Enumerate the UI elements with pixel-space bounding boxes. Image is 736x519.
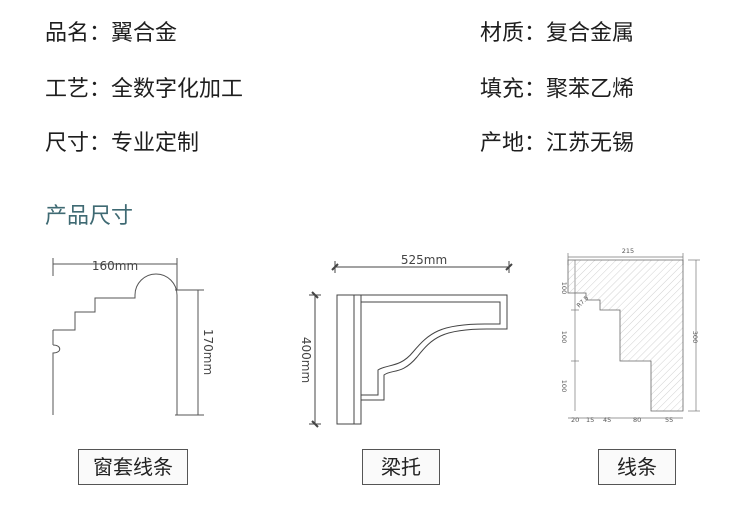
molding-bottom-label-4: 80 (633, 416, 641, 424)
bracket-height-label: 400mm (299, 337, 313, 383)
bracket-outer-outline (361, 294, 508, 401)
bracket-drawing: 525mm 400mm (299, 253, 513, 428)
molding-left-label-1: 100 (560, 282, 568, 294)
molding-left-label-2: 100 (560, 331, 568, 343)
molding-bottom-label-3: 45 (603, 416, 611, 424)
molding-right-label: 300 (691, 331, 699, 343)
spec-size: 尺寸：专业定制 (45, 131, 200, 156)
spec-material: 材质：复合金属 (480, 21, 635, 46)
molding-bottom-label-5: 55 (665, 416, 673, 424)
bracket-caption: 梁托 (362, 449, 440, 485)
molding-top-label: 215 (622, 247, 634, 255)
molding-left-label-3: 100 (560, 380, 568, 392)
spec-fill: 填充：聚苯乙烯 (480, 77, 635, 102)
window-profile-outline (52, 273, 178, 415)
bracket-width-label: 525mm (401, 253, 447, 267)
molding-bottom-label-2: 15 (586, 416, 594, 424)
molding-drawing: 215 300 100 100 100 R7.5 20 15 45 80 55 (560, 247, 700, 424)
molding-caption: 线条 (598, 449, 676, 485)
bracket-back-plate (336, 294, 362, 425)
window-casing-drawing: 160mm 170mm (52, 258, 215, 416)
window-height-label: 170mm (201, 329, 215, 375)
section-title: 产品尺寸 (45, 204, 134, 229)
spec-name: 品名：翼合金 (45, 21, 178, 46)
bracket-inner-outline (361, 301, 501, 396)
window-width-label: 160mm (92, 259, 138, 273)
molding-bottom-label-1: 20 (571, 416, 579, 424)
spec-origin: 产地：江苏无锡 (480, 131, 635, 156)
molding-profile (567, 259, 684, 412)
window-casing-caption: 窗套线条 (78, 449, 188, 485)
spec-craft: 工艺：全数字化加工 (45, 77, 244, 102)
